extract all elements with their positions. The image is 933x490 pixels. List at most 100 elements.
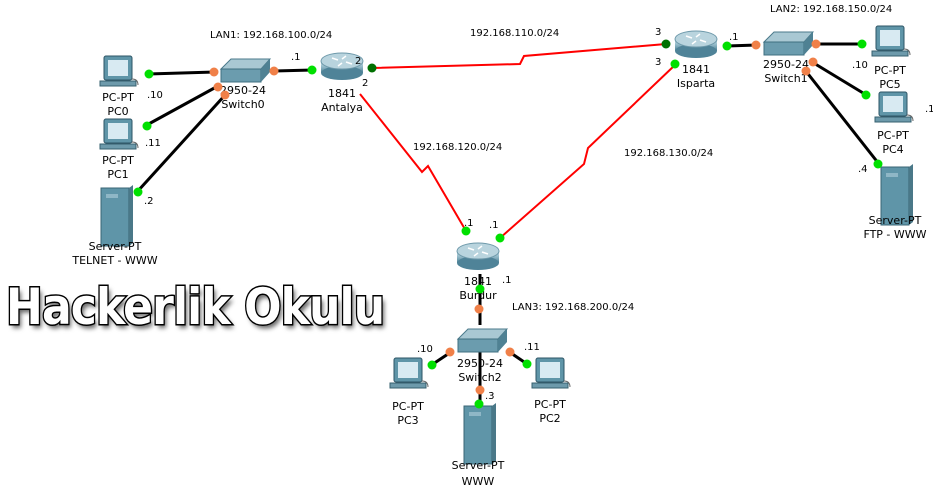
network-label: LAN2: 192.168.150.0/24 [770,4,892,15]
device-model: 1841 [328,87,356,100]
port-status-light [811,39,821,49]
device-name: Burdur [459,289,497,302]
interface-address-label: .10 [147,90,163,101]
link-switch1-pc4[interactable] [811,60,869,98]
interface-address-label: .4 [858,164,868,175]
interface-address-label: .10 [417,344,433,355]
port-status-light [144,69,154,79]
pc-icon [871,25,911,57]
router-icon [456,242,500,270]
port-status-light [269,66,279,76]
device-name: Switch1 [764,72,807,85]
port-status-light [307,65,317,75]
port-status-light [427,360,437,370]
pc-icon [531,357,571,389]
device-name: PC5 [879,78,900,91]
link-server0-switch0[interactable] [135,92,228,194]
switch-icon [762,31,815,56]
device-model: 2950-24 [457,357,503,370]
port-status-light [474,304,484,314]
device-model: Server-PT [869,214,922,227]
network-label: 192.168.110.0/24 [470,28,559,39]
pc-icon [389,357,429,389]
device-name: PC1 [107,168,128,181]
device-server2[interactable]: Server-PT WWW [452,403,505,488]
port-status-light [522,359,532,369]
interface-address-label: 3 [655,57,661,68]
link-pc1-switch0[interactable] [144,84,219,128]
device-model: 1841 [682,63,710,76]
device-name: PC4 [882,143,903,156]
pc-icon [874,91,914,123]
port-status-light [505,347,515,357]
port-status-light [857,39,867,49]
device-model: PC-PT [534,398,566,411]
device-model: Server-PT [452,459,505,472]
port-status-light [213,82,223,92]
device-model: PC-PT [877,129,909,142]
device-model: 2950-24 [763,58,809,71]
device-name: TELNET - WWW [71,254,157,267]
link-switch1-server1[interactable] [803,69,881,165]
interface-address-label: .1 [464,218,474,229]
network-label: 192.168.130.0/24 [624,148,713,159]
device-model: PC-PT [392,400,424,413]
link-antalya-burdur[interactable] [359,93,467,232]
device-model: 2950-24 [220,84,266,97]
router-icon [320,52,364,80]
interface-address-label: .11 [524,342,540,353]
server-icon [880,164,913,226]
device-name: FTP - WWW [863,228,926,241]
interface-address-label: .1 [729,32,739,43]
link-isparta-burdur[interactable] [499,64,676,239]
interface-address-label: .2 [144,196,154,207]
port-status-light [367,63,377,73]
port-status-light [133,187,143,197]
port-status-light [209,67,219,77]
router-icon [674,30,718,58]
interface-address-label: .1 [291,52,301,63]
port-status-light [808,57,818,67]
device-name: PC3 [397,414,418,427]
device-name: Switch2 [458,371,501,384]
network-label: LAN1: 192.168.100.0/24 [210,30,332,41]
switch-icon [219,58,272,83]
device-model: PC-PT [102,91,134,104]
port-status-light [474,399,484,409]
device-model: 1841 [464,275,492,288]
port-status-light [445,347,455,357]
interface-address-label: 2 [362,78,368,89]
link-switch0-antalya[interactable] [273,68,314,73]
device-name: WWW [462,475,495,488]
device-name: PC2 [539,412,560,425]
link-antalya-isparta[interactable] [371,43,667,69]
port-status-light [670,59,680,69]
interface-address-label: .1 [489,220,499,231]
server-icon [100,185,133,247]
pc-icon [99,55,139,87]
interface-address-label: .3 [485,391,495,402]
watermark-text: Hackerlik Okulu [5,277,387,338]
link-pc0-switch0[interactable] [147,70,216,76]
port-status-light [142,121,152,131]
switch-icon [456,328,509,353]
port-status-light [801,66,811,76]
port-status-light [475,284,485,294]
network-label: 192.168.120.0/24 [413,142,502,153]
port-status-light [475,385,485,395]
